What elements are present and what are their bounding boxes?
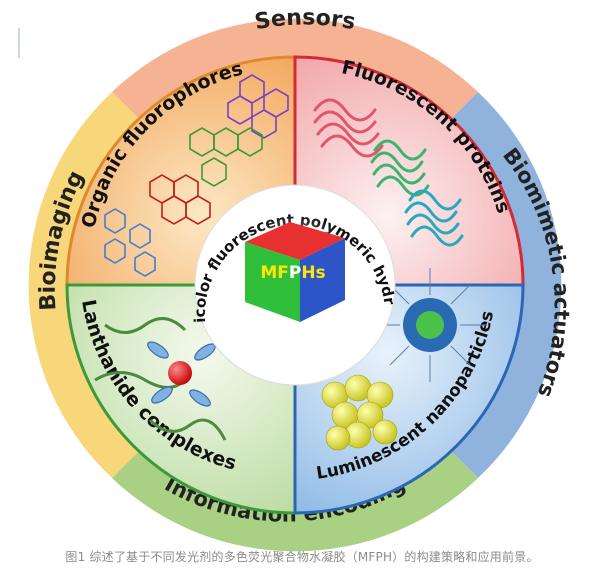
cube-label-f: F [277, 263, 289, 283]
fluorescent-proteins-illustration [313, 98, 464, 247]
cube-label-p: P [289, 263, 301, 283]
cube-label-m: M [260, 263, 277, 283]
cube-label: MFPHs [260, 263, 325, 283]
organic-molecules-illustration [104, 74, 289, 277]
left-edge-bar [18, 28, 20, 58]
label-sensors: Sensors [253, 5, 357, 35]
outer-ring-actuators [438, 92, 562, 478]
figure-caption: 图1 综述了基于不同发光剂的多色荧光聚合物水凝胶（MFPH）的构建策略和应用前景… [65, 550, 539, 564]
mfph-cube: MFPHs [240, 213, 350, 323]
cube-label-hs: Hs [301, 263, 325, 283]
nanoparticles-illustration [321, 268, 487, 451]
outer-ring-bioimaging [28, 92, 153, 478]
